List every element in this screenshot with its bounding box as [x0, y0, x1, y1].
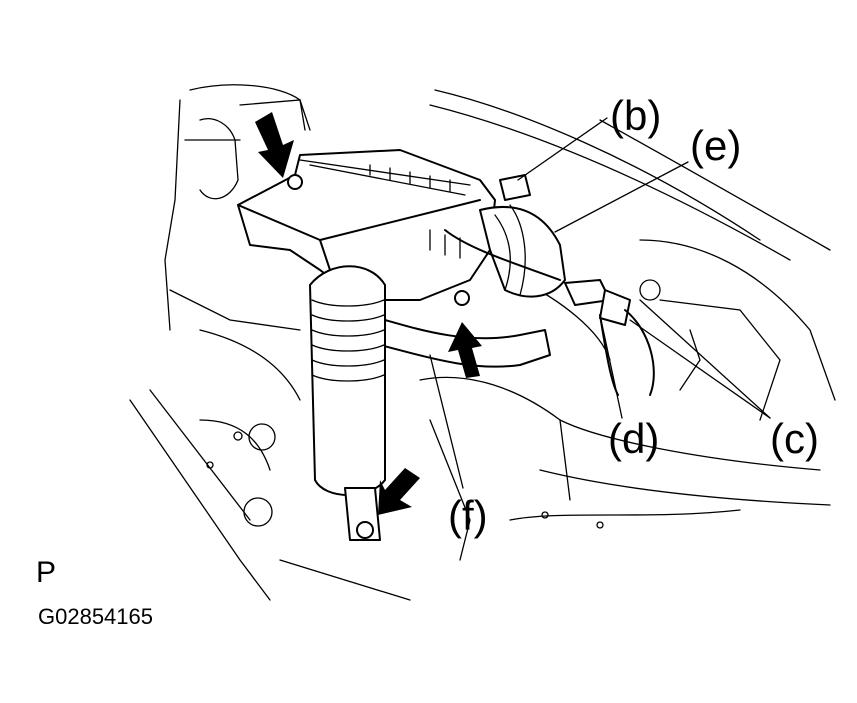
label-f: (f)	[448, 492, 488, 539]
arrow-icon-clip-1	[255, 112, 294, 178]
air-cleaner-case	[237, 149, 496, 306]
connector-assembly	[444, 174, 655, 396]
view-letter: P	[36, 556, 57, 589]
figure-code: G02854165	[38, 604, 153, 629]
intake-hose	[479, 204, 566, 298]
label-b: (b)	[610, 92, 661, 139]
label-c: (c)	[770, 415, 819, 462]
label-e: (e)	[690, 122, 741, 169]
label-d: (d)	[608, 415, 659, 462]
air-inlet-duct	[309, 265, 386, 541]
leader-lines	[429, 117, 771, 489]
arrow-icon-bolt	[448, 322, 482, 378]
arrow-icon-clip-2	[378, 468, 420, 515]
